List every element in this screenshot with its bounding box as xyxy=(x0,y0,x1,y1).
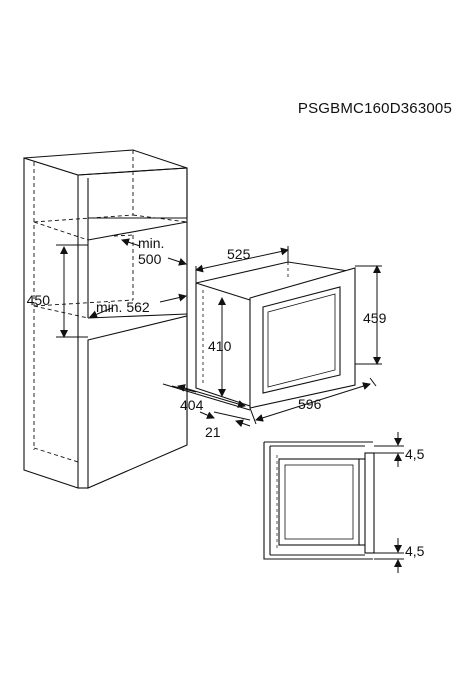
product-code: PSGBMC160D363005 xyxy=(297,100,452,117)
top-gap-label: 4,5 xyxy=(405,446,425,462)
section-detail-dimensions xyxy=(374,432,404,573)
niche-width-label: min. 562 xyxy=(96,299,150,315)
body-height-label: 410 xyxy=(208,338,232,354)
depth-dimension-line xyxy=(195,247,289,273)
niche-depth-line1: min. xyxy=(138,235,164,251)
appliance-dimensions xyxy=(162,246,382,428)
niche-depth-label: min. 500 xyxy=(138,235,168,267)
front-width-label: 596 xyxy=(298,396,322,412)
body-depth-dimension-line xyxy=(177,384,246,408)
cabinet-drawing xyxy=(23,149,188,489)
body-depth-label: 404 xyxy=(180,397,204,413)
appliance-drawing xyxy=(195,261,356,409)
niche-height-label: 450 xyxy=(27,292,51,308)
depth-label: 525 xyxy=(227,246,251,262)
front-offset-label: 21 xyxy=(205,424,221,440)
niche-depth-line2: 500 xyxy=(138,251,162,267)
front-height-label: 459 xyxy=(363,310,387,326)
cabinet-dimensions xyxy=(56,238,187,338)
front-width-dimension-line xyxy=(255,382,371,422)
bottom-gap-label: 4,5 xyxy=(405,543,425,559)
section-detail-drawing xyxy=(263,441,375,560)
